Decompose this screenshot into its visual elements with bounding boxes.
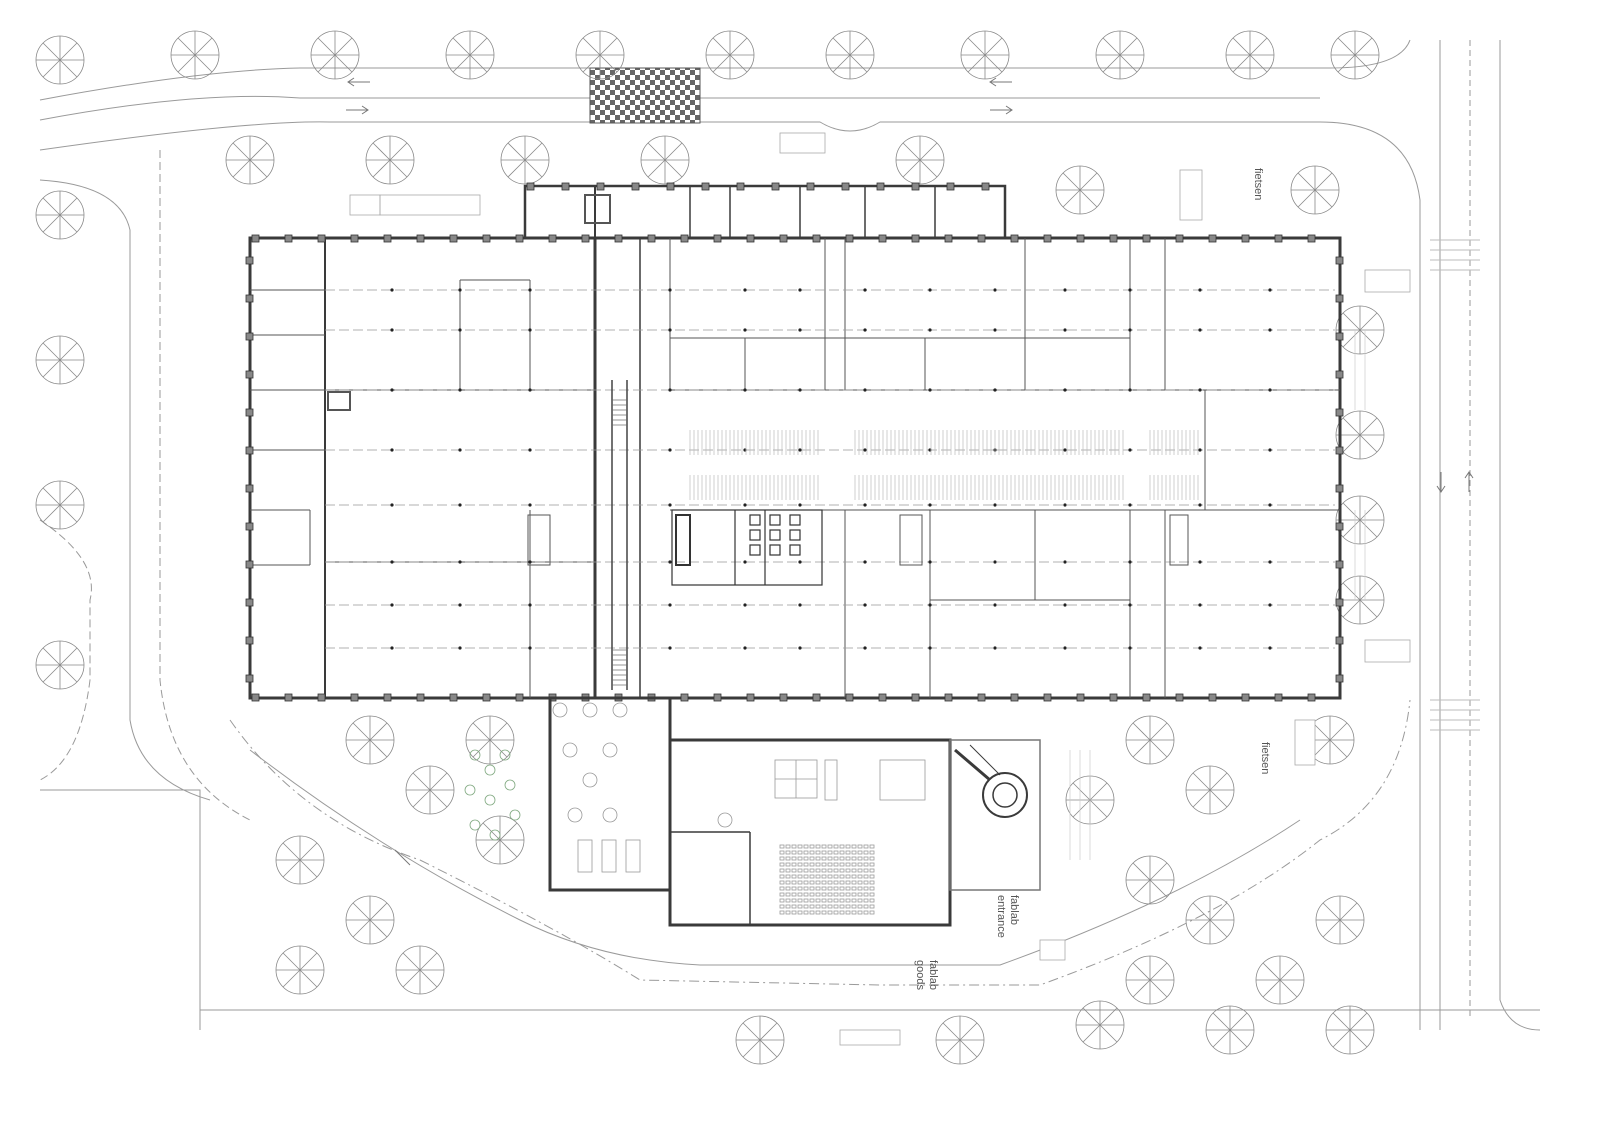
label-fablab-goods-2: goods xyxy=(914,960,926,990)
tree-icon xyxy=(1055,165,1105,215)
tree-icon xyxy=(1125,715,1175,765)
tree-icon xyxy=(445,30,495,80)
tree-icon xyxy=(225,135,275,185)
tree-icon xyxy=(575,30,625,80)
tree-icon xyxy=(1125,855,1175,905)
label-fietsen-right: fietsen xyxy=(1259,742,1271,774)
tree-icon xyxy=(705,30,755,80)
car-icon xyxy=(839,1029,901,1046)
tree-icon xyxy=(405,765,455,815)
planter-icon xyxy=(484,764,496,776)
arrow-left-icon xyxy=(347,77,370,87)
planter-icon xyxy=(509,809,521,821)
toilet-block xyxy=(671,509,823,586)
car-icon xyxy=(1179,169,1203,221)
tree-icon xyxy=(1335,410,1385,460)
label-fablab-entrance-1: fablab xyxy=(1008,895,1020,925)
bicycle-racks xyxy=(689,430,1199,500)
car-icon xyxy=(1294,719,1316,766)
tree-icon xyxy=(1075,1000,1125,1050)
tree-icon xyxy=(345,895,395,945)
tree-icon xyxy=(1225,30,1275,80)
tree-icon xyxy=(365,135,415,185)
trees xyxy=(35,30,1385,1065)
planter-icon xyxy=(499,749,511,761)
tree-icon xyxy=(1125,955,1175,1005)
tree-icon xyxy=(170,30,220,80)
bike-parking xyxy=(1069,330,1366,860)
wall-piers xyxy=(245,182,1344,702)
arrow-right-icon xyxy=(990,105,1013,115)
tree-icon xyxy=(395,945,445,995)
planter-icon xyxy=(489,829,501,841)
tree-icon xyxy=(35,190,85,240)
road-network xyxy=(39,39,1541,1031)
central-corridor xyxy=(611,380,628,690)
tree-icon xyxy=(1095,30,1145,80)
car-icon xyxy=(1039,939,1066,961)
tree-icon xyxy=(275,835,325,885)
tree-icon xyxy=(1335,305,1385,355)
tree-icon xyxy=(935,1015,985,1065)
partitions xyxy=(250,238,1340,698)
label-fablab-goods-1: fablab xyxy=(927,960,939,990)
furniture xyxy=(552,702,926,915)
main-hall xyxy=(248,184,1342,700)
arrow-up-icon xyxy=(1464,471,1474,492)
tree-icon xyxy=(735,1015,785,1065)
tree-icon xyxy=(1185,765,1235,815)
tree-icon xyxy=(640,135,690,185)
tree-icon xyxy=(1290,165,1340,215)
road-arrows xyxy=(346,77,1474,866)
tree-icon xyxy=(1255,955,1305,1005)
tree-icon xyxy=(1330,30,1380,80)
staircase-icon xyxy=(612,399,627,686)
car-icon xyxy=(1364,639,1411,663)
tree-icon xyxy=(465,715,515,765)
zebra-right xyxy=(1430,239,1480,731)
tree-icon xyxy=(1185,895,1235,945)
tree-icon xyxy=(500,135,550,185)
tree-icon xyxy=(960,30,1010,80)
label-fietsen-top: fietsen xyxy=(1252,168,1264,200)
tree-icon xyxy=(35,640,85,690)
car-icon xyxy=(1364,269,1411,293)
tree-icon xyxy=(1205,1005,1255,1055)
arrow-down-icon xyxy=(1436,472,1446,493)
planter-icon xyxy=(504,779,516,791)
arrow-right-icon xyxy=(394,849,411,866)
vehicles xyxy=(349,132,1411,1046)
tree-icon xyxy=(825,30,875,80)
tree-icon xyxy=(1315,895,1365,945)
tree-icon xyxy=(475,815,525,865)
structural-grid xyxy=(325,289,1335,649)
tree-icon xyxy=(895,135,945,185)
car-icon xyxy=(779,132,826,154)
tree-icon xyxy=(1335,495,1385,545)
tree-icon xyxy=(35,480,85,530)
car-icon xyxy=(349,194,381,216)
tree-icon xyxy=(35,335,85,385)
label-fablab-entrance-2: entrance xyxy=(995,895,1007,938)
tree-icon xyxy=(275,945,325,995)
tree-icon xyxy=(35,35,85,85)
planter-icon xyxy=(484,794,496,806)
planter-icon xyxy=(469,749,481,761)
planter-icon xyxy=(464,784,476,796)
site-labels: fietsen fietsen fablab entrance fablab g… xyxy=(914,168,1271,990)
tree-icon xyxy=(1325,1005,1375,1055)
arrow-left-icon xyxy=(989,77,1012,87)
fablab-building xyxy=(548,696,1041,927)
column-points xyxy=(390,288,1272,650)
tree-icon xyxy=(345,715,395,765)
stair-cores xyxy=(327,194,1189,566)
planter-icon xyxy=(469,819,481,831)
arrow-right-icon xyxy=(346,105,369,115)
crosswalk-icon xyxy=(589,67,701,124)
tree-icon xyxy=(310,30,360,80)
